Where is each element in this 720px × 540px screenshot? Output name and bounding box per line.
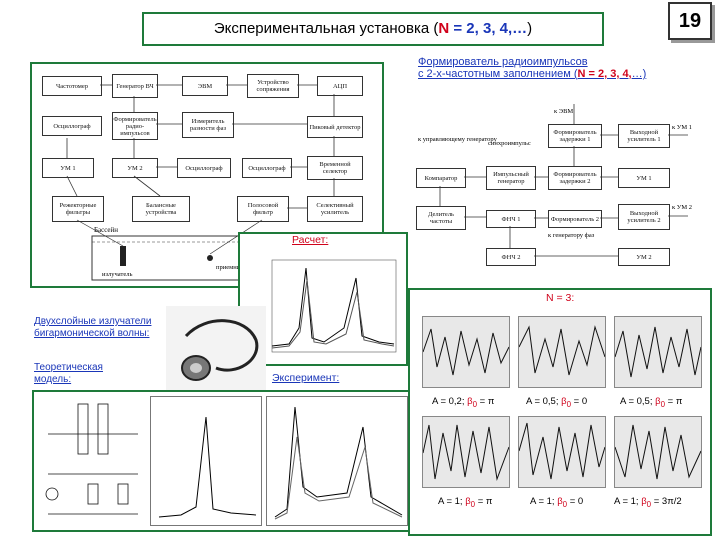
block-computer: ЭВМ (182, 76, 228, 96)
block-peak-detector: Пиковый детектор (307, 116, 363, 138)
emitter-photo (166, 306, 266, 390)
emitter-label: излучатель (102, 271, 133, 278)
osc-plot-2 (518, 316, 606, 388)
theory-chart-1 (150, 396, 262, 526)
dual-emitter-label: Двухслойные излучатели бигармонической в… (34, 316, 151, 340)
slide-title: Экспериментальная установка (N = 2, 3, 4… (213, 20, 533, 37)
calc-chart (271, 259, 397, 353)
theory-chart-2 (266, 396, 408, 526)
block-oscilloscope-2: Осциллограф (177, 158, 231, 178)
heading-line-1: Формирователь радиоимпульсов (418, 56, 588, 68)
right-block-diagram: Формирователь задержки 1 Выходной усилит… (408, 84, 704, 274)
to-phase-gen-label: к генератору фаз (548, 232, 595, 239)
to-computer-label: к ЭВМ (554, 108, 574, 115)
osc-caption-4: A = 1; β0 = π (438, 496, 493, 509)
raschet-label: Расчет: (292, 234, 329, 246)
block-notch-filters: Режекторные фильтры (52, 196, 104, 222)
heading-line-2: с 2-х-частотным заполнением (N = 2, 3, 4… (418, 68, 647, 80)
block-delay-former-2: Формирователь задержки 2 (548, 166, 602, 190)
emitter-photo-drawing (181, 319, 259, 381)
to-pa1-label: к УМ 1 (672, 124, 693, 131)
osc-plot-6 (614, 416, 702, 488)
osc-caption-2: A = 0,5; β0 = 0 (526, 396, 588, 409)
block-time-selector: Временной селектор (307, 156, 363, 180)
page-number: 19 (668, 2, 712, 40)
osc-plot-4 (422, 416, 510, 488)
block-freq-divider: Делитель частоты (416, 206, 466, 230)
block-lpf-1: ФНЧ 1 (486, 210, 536, 228)
osc-wave-6 (614, 424, 702, 480)
block-bandpass-filter: Полосовой фильтр (237, 196, 289, 222)
osc-caption-1: A = 0,2; β0 = π (432, 396, 495, 409)
osc-wave-3 (614, 326, 702, 378)
block-former-2: Формирователь 2 (548, 210, 602, 228)
block-hf-generator: Генератор ВЧ (112, 74, 158, 98)
theory-line-2: модель: (34, 374, 72, 385)
osc-plot-1 (422, 316, 510, 388)
osc-caption-5: A = 1; β0 = 0 (530, 496, 584, 509)
block-delay-former-1: Формирователь задержки 1 (548, 124, 602, 148)
block-oscilloscope-3: Осциллограф (242, 158, 292, 178)
block-comparator: Компаратор (416, 168, 466, 188)
to-control-gen-label: к управляющему генератору (418, 136, 497, 143)
osc-wave-2 (518, 325, 606, 376)
dual-line-1: Двухслойные излучатели (34, 316, 152, 327)
receiver-label: приемник (216, 264, 244, 271)
block-pulse-former: Формирователь радио-импульсов (112, 112, 158, 140)
title-frame: Экспериментальная установка (N = 2, 3, 4… (142, 12, 604, 46)
sync-pulse-label: синхроимпульс (488, 140, 531, 147)
theory-line-1: Теоретическая (34, 362, 103, 373)
n3-label: N = 3: (546, 292, 575, 304)
osc-caption-6: A = 1; β0 = 3π/2 (614, 496, 682, 509)
block-pa2-right: УМ 2 (618, 248, 670, 266)
osc-plot-3 (614, 316, 702, 388)
to-pa2-label: к УМ 2 (672, 204, 693, 211)
experiment-label: Эксперимент: (272, 372, 340, 384)
osc-wave-1 (422, 328, 510, 376)
block-frequency-meter: Частотомер (42, 76, 102, 96)
right-diagram-wires (439, 104, 688, 257)
left-diagram-wires (66, 84, 335, 281)
theory-chart-2-plot (274, 406, 403, 520)
theory-label: Теоретическая модель: (34, 362, 103, 386)
osc-caption-3: A = 0,5; β0 = π (620, 396, 683, 409)
block-oscilloscope-1: Осциллограф (42, 116, 102, 136)
circuit-diagram (45, 403, 138, 515)
block-interface: Устройство сопряжения (247, 74, 299, 98)
dual-line-2: бигармонической волны: (34, 328, 150, 339)
osc-wave-4 (422, 424, 510, 481)
block-pulse-generator: Импульсный генератор (486, 166, 536, 190)
block-output-amp-2: Выходной усилитель 2 (618, 204, 670, 230)
block-lpf-2: ФНЧ 2 (486, 248, 536, 266)
block-phase-meter: Измеритель разности фаз (182, 112, 234, 138)
block-pa-2: УМ 2 (112, 158, 158, 178)
block-adc: АЦП (317, 76, 363, 96)
left-block-diagram: Частотомер Генератор ВЧ ЭВМ Устройство с… (30, 62, 384, 288)
osc-plot-5 (518, 416, 606, 488)
block-selective-amplifier: Селективный усилитель (307, 196, 363, 222)
block-output-amp-1: Выходной усилитель 1 (618, 124, 670, 148)
pool-label: Бассейн (94, 226, 119, 234)
block-balance-devices: Балансные устройства (132, 196, 190, 222)
block-pa1-right: УМ 1 (618, 168, 670, 188)
theory-chart-1-plot (158, 416, 257, 518)
right-panel-heading: Формирователь радиоимпульсов с 2-х-часто… (418, 56, 708, 80)
osc-wave-5 (518, 422, 606, 480)
